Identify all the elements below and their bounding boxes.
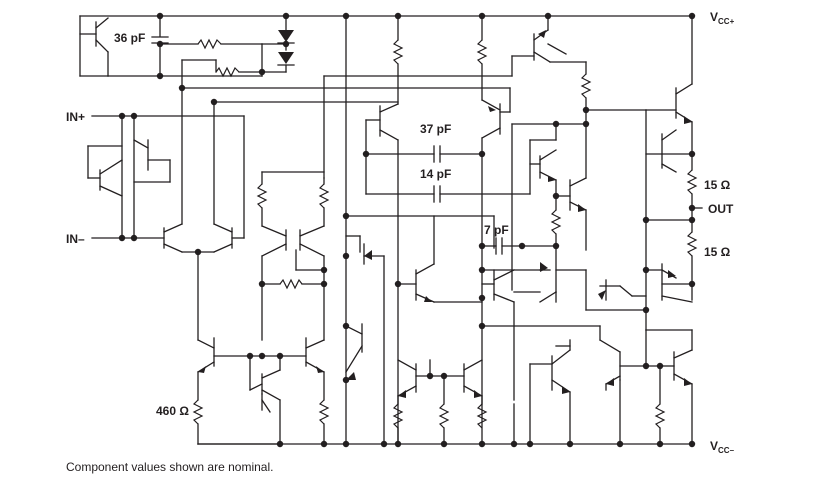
load-mirror (256, 171, 330, 341)
footnote: Component values shown are nominal. (66, 460, 274, 474)
right-stage (511, 15, 647, 445)
current-sources-left (192, 337, 330, 445)
cap-14pf-label: 14 pF (420, 167, 451, 181)
output-stage (585, 15, 703, 445)
vcc-plus-label: VCC+ (710, 10, 735, 26)
vcc-plus-rail (79, 15, 693, 77)
bias-network (79, 15, 295, 225)
out-label: OUT (708, 202, 734, 216)
rail-junctions (156, 12, 696, 448)
current-mirror-center (392, 325, 601, 445)
cap-37pf-label: 37 pF (420, 122, 451, 136)
res-15-ohm-top-label: 15 Ω (704, 178, 731, 192)
vcc-minus-label: VCC– (710, 439, 735, 455)
res-15-ohm-bottom-label: 15 Ω (704, 245, 731, 259)
res-460-ohm-label: 460 Ω (156, 404, 189, 418)
middle-stage (342, 15, 495, 445)
cap-36pf-label: 36 pF (114, 31, 145, 45)
gain-stage (365, 15, 587, 445)
cap-7pf-label: 7 pF (484, 223, 509, 237)
input-stage (87, 112, 245, 341)
in-plus-label: IN+ (66, 110, 85, 124)
in-minus-label: IN– (66, 232, 85, 246)
